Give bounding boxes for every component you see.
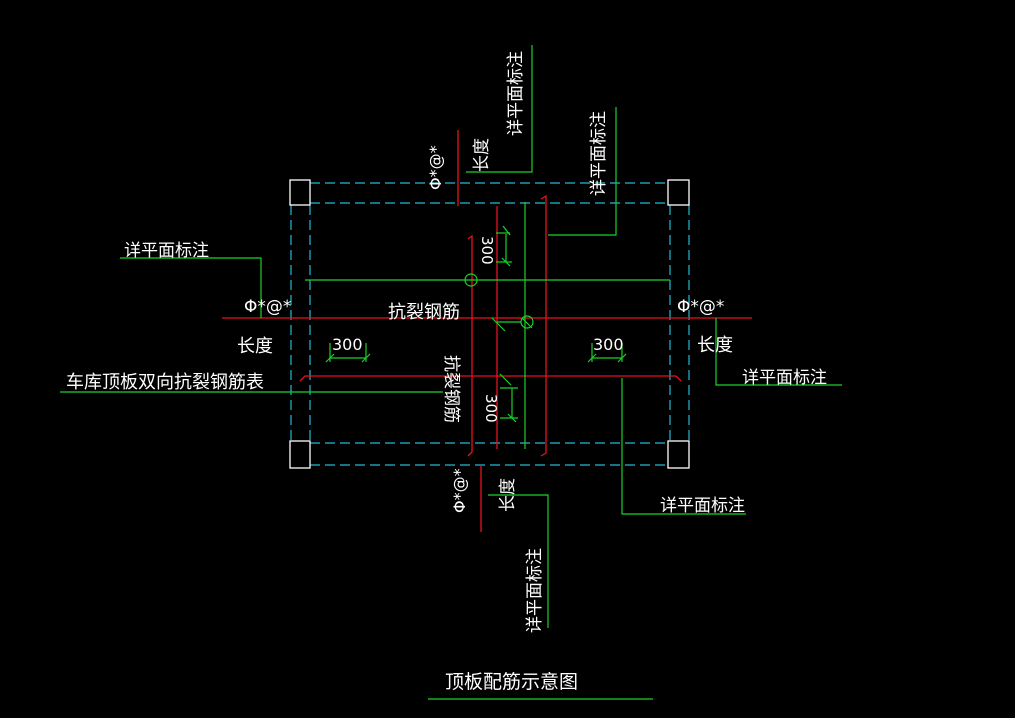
- crack-rebar-label-vertical: 抗裂钢筋: [441, 355, 461, 423]
- note-bottom: 详平面标注: [525, 548, 545, 633]
- dim-300-left: 300: [332, 335, 363, 354]
- length-label-bottom: 长度: [498, 478, 518, 512]
- column-top-left: [289, 179, 311, 206]
- dim-300-right: 300: [593, 335, 624, 354]
- crack-rebar-vertical-right: [540, 194, 547, 457]
- columns: [289, 179, 690, 469]
- length-label-left: 长度: [237, 336, 273, 357]
- note-top-b: 详平面标注: [589, 111, 609, 196]
- bar-marker-circle: [464, 273, 478, 287]
- crack-rebar-label-horizontal: 抗裂钢筋: [388, 302, 460, 323]
- note-right: 详平面标注: [742, 368, 827, 388]
- spec-label-right: Φ*@*: [677, 297, 724, 317]
- spec-label-bottom: Φ*@*: [450, 468, 469, 513]
- rebars: [222, 130, 752, 532]
- dim-300-top: 300: [478, 236, 496, 265]
- dim-300-bottom: 300: [482, 394, 500, 423]
- crack-rebar-horizontal: [299, 375, 682, 382]
- length-label-top: 长度: [472, 138, 492, 172]
- column-bottom-left: [289, 440, 311, 469]
- table-label: 车库顶板双向抗裂钢筋表: [66, 372, 264, 393]
- note-left: 详平面标注: [124, 241, 209, 261]
- note-bottom-right: 详平面标注: [660, 496, 745, 516]
- dimension-and-leader-lines: [60, 45, 842, 700]
- spec-label-top: Φ*@*: [426, 145, 445, 190]
- note-top-a: 详平面标注: [506, 51, 526, 136]
- drawing-title: 顶板配筋示意图: [445, 671, 578, 693]
- length-label-right: 长度: [697, 335, 733, 356]
- beam-outlines: [290, 182, 690, 466]
- spec-label-left: Φ*@*: [244, 297, 291, 317]
- column-bottom-right: [667, 440, 690, 469]
- crack-rebar-vertical-left: [467, 234, 473, 457]
- column-top-right: [667, 179, 690, 206]
